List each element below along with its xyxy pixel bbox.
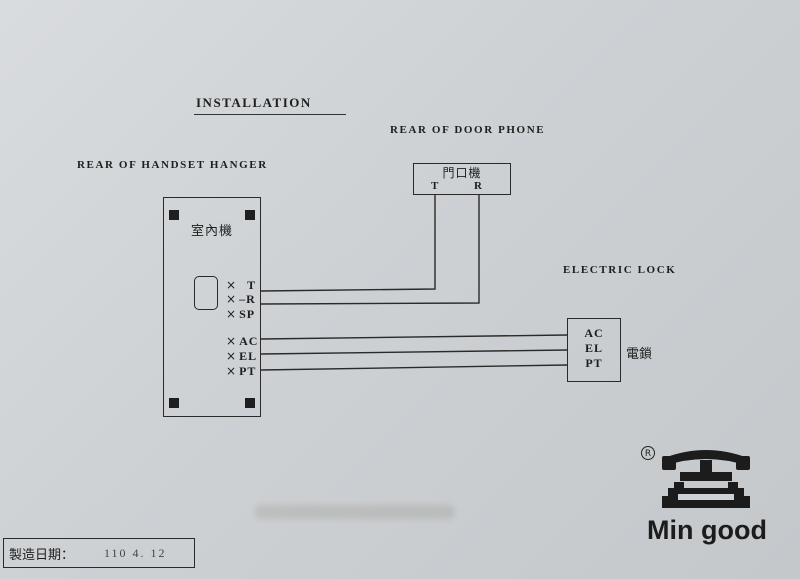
electric-lock-box: AC EL PT xyxy=(567,318,621,382)
hanger-terminal-t: ×T xyxy=(226,278,257,292)
min-good-phone-logo-icon xyxy=(662,450,750,508)
door-phone-name: 門口機 xyxy=(442,166,482,180)
wire-t xyxy=(260,194,436,292)
manufacture-date-box: 製造日期： 110 4. 12 xyxy=(3,538,195,568)
paper-smudge xyxy=(255,505,455,519)
hanger-terminal-pt: ×PT xyxy=(226,364,257,378)
hanger-slot xyxy=(194,276,218,310)
electric-lock-heading: ELECTRIC LOCK xyxy=(563,264,677,276)
wire-ac xyxy=(260,334,568,340)
terminal-cross-icon: × xyxy=(226,334,238,348)
mount-hole xyxy=(245,398,255,408)
hanger-terminal-ac: ×AC xyxy=(226,334,259,348)
mount-hole xyxy=(245,210,255,220)
registered-mark-icon: R xyxy=(641,446,655,460)
electric-lock-name: 電鎖 xyxy=(626,347,653,362)
title-underline xyxy=(194,114,346,115)
hanger-heading: REAR OF HANDSET HANGER xyxy=(77,159,268,171)
hanger-terminal-r: ×–R xyxy=(226,292,256,306)
handset-hanger-rear: 室內機 xyxy=(163,197,261,417)
lock-terminal-pt: PT xyxy=(585,356,603,370)
hanger-terminal-el: ×EL xyxy=(226,349,258,363)
terminal-cross-icon: × xyxy=(226,278,238,292)
lock-terminal-ac: AC xyxy=(584,326,604,340)
terminal-cross-icon: × xyxy=(226,307,238,321)
door-terminal-t: T xyxy=(431,180,439,192)
door-phone-rear: 門口機 T R xyxy=(413,163,511,195)
terminal-cross-icon: × xyxy=(226,292,238,306)
hanger-name: 室內機 xyxy=(190,224,233,239)
door-terminal-r: R xyxy=(474,180,482,192)
hanger-terminal-sp: ×SP xyxy=(226,307,256,321)
installation-title: INSTALLATION xyxy=(196,95,312,110)
terminal-cross-icon: × xyxy=(226,364,238,378)
lock-terminal-el: EL xyxy=(584,341,603,355)
terminal-cross-icon: × xyxy=(226,349,238,363)
manufacture-date-value: 110 4. 12 xyxy=(104,546,167,560)
wire-el xyxy=(260,349,568,355)
wire-r xyxy=(260,194,480,305)
wire-pt xyxy=(260,364,568,371)
brand-name: Min good xyxy=(647,515,767,545)
mount-hole xyxy=(169,210,179,220)
manufacture-date-label: 製造日期： xyxy=(9,548,75,563)
mount-hole xyxy=(169,398,179,408)
door-phone-heading: REAR OF DOOR PHONE xyxy=(390,124,546,136)
